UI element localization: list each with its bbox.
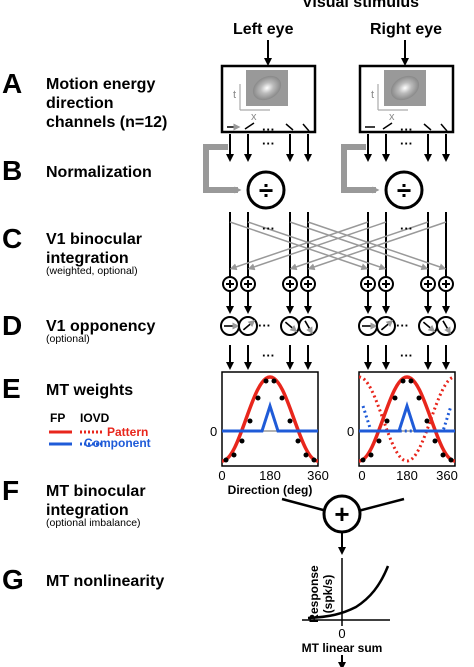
stage-a-line1: Motion energy	[46, 76, 156, 93]
right-stimulus-patch	[377, 70, 426, 111]
right-xtick-0: 0	[358, 468, 365, 483]
right-mt-input-line	[357, 497, 405, 513]
cross-line-rl-1	[247, 221, 387, 271]
opp-ellipsis-right: ···	[396, 318, 409, 333]
channel-ellipsis-right-c: ···	[400, 221, 413, 236]
left-weights-plot	[221, 371, 319, 467]
stage-a-letter: A	[2, 68, 23, 99]
weights-zero-label: 0	[210, 424, 217, 439]
channel-ellipsis-right-e: ···	[400, 348, 413, 363]
right-axis-t: t	[371, 89, 374, 101]
stage-c-letter: C	[2, 223, 23, 254]
stage-c-line2: integration	[46, 250, 129, 267]
opp-ellipsis-left: ···	[258, 318, 271, 333]
opponency-node-arrow-2	[284, 321, 298, 333]
left-divide-symbol: ÷	[259, 175, 273, 205]
cross-line-rl-3	[307, 221, 447, 271]
stage-a-line2: direction	[46, 95, 114, 112]
right-divide-node	[384, 170, 424, 210]
right-eye-label: Right eye	[370, 21, 443, 38]
right-direction-icons	[365, 122, 448, 132]
channel-ellipsis-right-a: ···	[400, 136, 413, 151]
opponency-node-arrow-6	[422, 321, 436, 333]
cross-line-rl-2	[289, 221, 429, 271]
left-xtick-180: 180	[259, 468, 281, 483]
stage-f-line2: integration	[46, 502, 129, 519]
legend-iovd-label: IOVD	[80, 411, 110, 425]
left-divide-node	[246, 170, 286, 210]
stage-e-letter: E	[2, 373, 21, 404]
visual-stimulus-title: Visual stimulus	[302, 0, 420, 11]
left-axis-x: x	[251, 111, 257, 123]
stage-e-line1: MT weights	[46, 382, 134, 399]
stage-d-line1: V1 opponency	[46, 318, 156, 335]
nonlinearity-plot	[302, 558, 390, 626]
right-weights-zero-label: 0	[347, 424, 354, 439]
channel-ellipsis-left-a: ···	[262, 136, 275, 151]
opponency-node-arrow-1	[242, 319, 256, 331]
nl-ylabel-2: (spk/s)	[321, 575, 335, 614]
cross-line-lr-0	[229, 221, 369, 271]
legend-fp-label: FP	[50, 411, 65, 425]
stage-b-letter: B	[2, 155, 23, 186]
left-normalization-pool	[203, 144, 242, 194]
right-xtick-180: 180	[396, 468, 418, 483]
nl-ylabel-1: Response	[307, 565, 321, 623]
left-stimulus-patch	[239, 70, 288, 111]
left-eye-label: Left eye	[233, 21, 294, 38]
nl-xlabel: MT linear sum	[302, 641, 383, 655]
stage-f-letter: F	[2, 475, 20, 506]
legend-component-label: Component	[84, 436, 151, 450]
left-xtick-360: 360	[307, 468, 329, 483]
left-axis-t: t	[233, 89, 236, 101]
box-ellipsis-right: ···	[400, 122, 413, 137]
right-divide-symbol: ÷	[397, 175, 411, 205]
stage-b-line1: Normalization	[46, 164, 152, 181]
cross-line-lr-3	[307, 221, 447, 271]
mt-sum-symbol: +	[334, 499, 349, 529]
stage-a-line3: channels (n=12)	[46, 114, 168, 131]
stage-d-note: (optional)	[46, 333, 90, 345]
cross-line-lr-1	[247, 221, 387, 271]
weights-xlabel: Direction (deg)	[228, 483, 313, 497]
cross-line-lr-2	[289, 221, 429, 271]
channel-ellipsis-left-e: ···	[262, 348, 275, 363]
box-ellipsis-left: ···	[262, 122, 275, 137]
stage-g-letter: G	[2, 564, 24, 595]
channel-ellipsis-left-c: ···	[262, 221, 275, 236]
stage-c-line1: V1 binocular	[46, 231, 143, 248]
legend-pattern-label: Pattern	[107, 425, 148, 439]
stage-d-letter: D	[2, 310, 23, 341]
cross-line-rl-0	[229, 221, 369, 271]
opponency-node-arrow-3	[304, 320, 313, 335]
left-mt-input-line	[281, 497, 328, 513]
left-direction-icons	[227, 122, 310, 132]
stage-c-note: (weighted, optional)	[46, 265, 138, 277]
left-xtick-0: 0	[218, 468, 225, 483]
right-axis-x: x	[389, 111, 395, 123]
right-normalization-pool	[341, 144, 380, 194]
opponency-node-arrow-7	[442, 320, 451, 335]
stage-f-note: (optional imbalance)	[46, 517, 141, 529]
right-xtick-360: 360	[436, 468, 458, 483]
stage-f-line1: MT binocular	[46, 483, 146, 500]
nl-zero-label: 0	[338, 626, 345, 641]
stage-g-line1: MT nonlinearity	[46, 573, 165, 590]
right-weights-plot	[358, 371, 456, 467]
opponency-node-arrow-5	[380, 319, 394, 331]
